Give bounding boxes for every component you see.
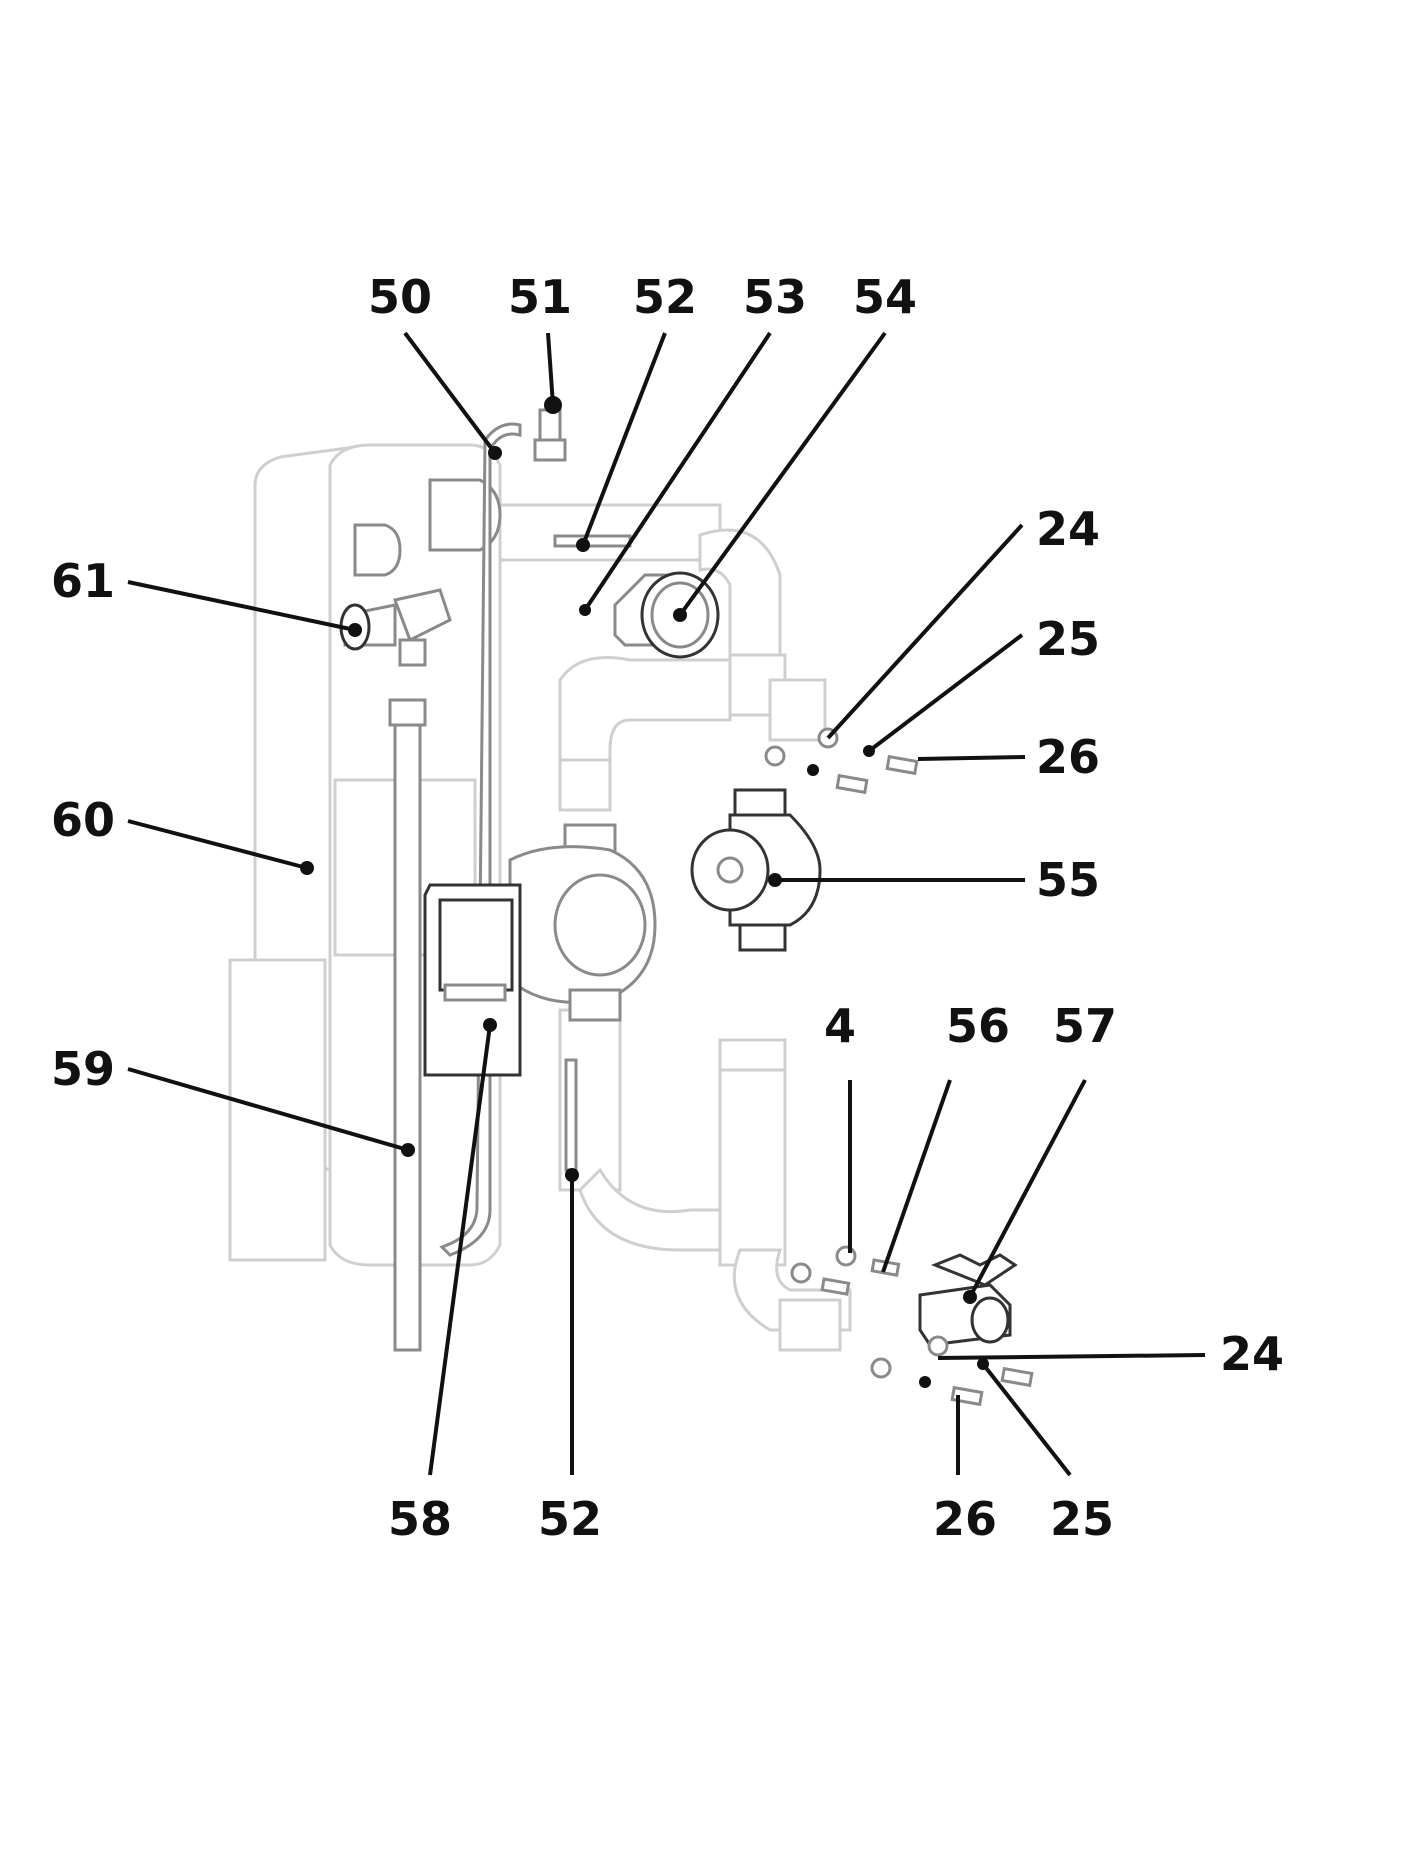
callout-59: 59 bbox=[51, 1042, 115, 1096]
heat-exchanger bbox=[228, 443, 502, 1267]
callout-53: 53 bbox=[743, 270, 807, 324]
leader-dots bbox=[300, 396, 977, 1304]
callout-61: 61 bbox=[51, 554, 115, 608]
callout-26-bottom: 26 bbox=[933, 1492, 997, 1546]
callout-4: 4 bbox=[824, 999, 856, 1053]
callout-25-bottom: 25 bbox=[1050, 1492, 1114, 1546]
callout-50: 50 bbox=[368, 270, 432, 324]
leader-lines bbox=[127, 331, 1206, 1477]
callout-52-bottom: 52 bbox=[538, 1492, 602, 1546]
circulation-pump bbox=[423, 823, 657, 1077]
callout-26-top: 26 bbox=[1036, 730, 1100, 784]
callout-56: 56 bbox=[946, 999, 1010, 1053]
callout-labels: 50 51 52 53 54 24 25 26 61 60 55 4 56 57… bbox=[51, 270, 1284, 1546]
callout-60: 60 bbox=[51, 793, 115, 847]
callout-51: 51 bbox=[508, 270, 572, 324]
flow-meter bbox=[690, 788, 822, 952]
callout-52-top: 52 bbox=[633, 270, 697, 324]
ball-valve bbox=[918, 1253, 1018, 1347]
callout-24-top: 24 bbox=[1036, 502, 1100, 556]
callout-25-top: 25 bbox=[1036, 612, 1100, 666]
air-vent bbox=[533, 408, 567, 462]
callout-58: 58 bbox=[388, 1492, 452, 1546]
seals-and-screws bbox=[564, 727, 1034, 1407]
callout-54: 54 bbox=[853, 270, 917, 324]
callout-57: 57 bbox=[1053, 999, 1117, 1053]
callout-55: 55 bbox=[1036, 853, 1100, 907]
vertical-pipe bbox=[388, 698, 427, 1352]
callout-24-bottom: 24 bbox=[1220, 1327, 1284, 1381]
